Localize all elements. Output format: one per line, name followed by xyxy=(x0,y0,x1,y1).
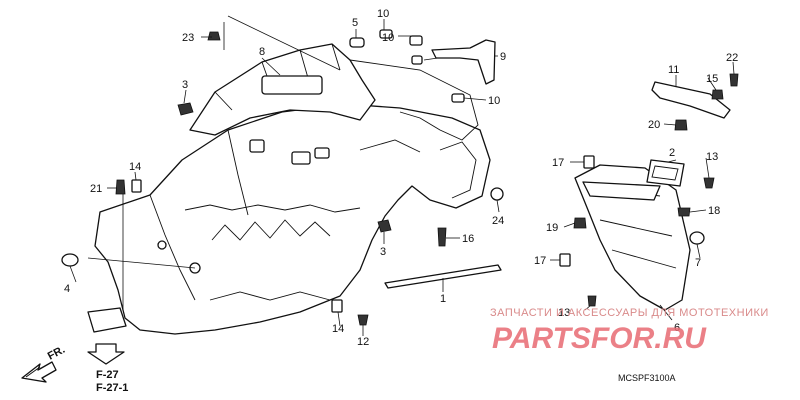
down-arrow-icon xyxy=(87,343,125,365)
diagram-code: MCSPF3100A xyxy=(618,373,676,383)
callout-15: 15 xyxy=(706,73,718,85)
callout-10-mid: 10 xyxy=(382,32,394,44)
rear-fender xyxy=(94,103,491,335)
callout-18: 18 xyxy=(708,205,720,217)
front-direction: FR. xyxy=(21,344,67,383)
callout-17-top: 17 xyxy=(552,157,564,169)
callout-12: 12 xyxy=(357,336,369,348)
callout-14-bottom: 14 xyxy=(332,323,344,335)
license-bracket xyxy=(574,164,691,311)
callout-13-bottom: 13 xyxy=(558,307,570,319)
watermark: ЗАПЧАСТИ И АКСЕССУАРЫ ДЛЯ МОТОТЕХНИКИ PA… xyxy=(490,307,769,355)
license-light-housing xyxy=(646,159,685,187)
callout-19: 19 xyxy=(546,222,558,234)
front-arrow-icon xyxy=(21,361,57,383)
reference-marker: F-27 F-27-1 xyxy=(87,343,128,394)
callout-11: 11 xyxy=(668,64,679,76)
callout-6: 6 xyxy=(674,322,680,334)
callout-4: 4 xyxy=(64,283,70,295)
callout-17-bottom: 17 xyxy=(534,255,546,267)
callout-10-right: 10 xyxy=(488,95,500,107)
callout-3-top: 3 xyxy=(182,79,188,91)
stay-bracket xyxy=(431,39,496,85)
ref-f27-1: F-27-1 xyxy=(96,382,128,394)
watermark-tagline: ЗАПЧАСТИ И АКСЕССУАРЫ ДЛЯ МОТОТЕХНИКИ xyxy=(490,307,769,319)
callout-14-left: 14 xyxy=(129,161,141,173)
callout-3-bottom: 3 xyxy=(380,246,386,258)
callout-2: 2 xyxy=(669,147,675,159)
callout-16: 16 xyxy=(462,233,474,245)
callout-13-top: 13 xyxy=(706,151,718,163)
callout-5: 5 xyxy=(352,17,358,29)
reflector-stay xyxy=(651,81,731,119)
callout-20: 20 xyxy=(648,119,660,131)
callout-10-top: 10 xyxy=(377,8,389,20)
callout-8: 8 xyxy=(259,46,265,58)
leader-lines xyxy=(69,15,735,336)
callout-1: 1 xyxy=(440,293,446,305)
callout-21: 21 xyxy=(90,183,102,195)
small-parts xyxy=(61,29,739,333)
inner-fender-liner xyxy=(189,43,479,141)
callout-9: 9 xyxy=(500,51,506,63)
callout-24: 24 xyxy=(492,215,504,227)
callout-labels: 23 8 5 10 10 10 9 3 3 14 21 4 16 24 1 14… xyxy=(64,8,738,348)
callout-23: 23 xyxy=(182,32,194,44)
ref-f27: F-27 xyxy=(96,369,119,381)
callout-22: 22 xyxy=(726,52,738,64)
front-label: FR. xyxy=(46,344,67,363)
bracket-rod xyxy=(384,264,502,289)
watermark-logo: PARTSFOR.RU xyxy=(492,322,707,355)
callout-7: 7 xyxy=(695,257,701,269)
